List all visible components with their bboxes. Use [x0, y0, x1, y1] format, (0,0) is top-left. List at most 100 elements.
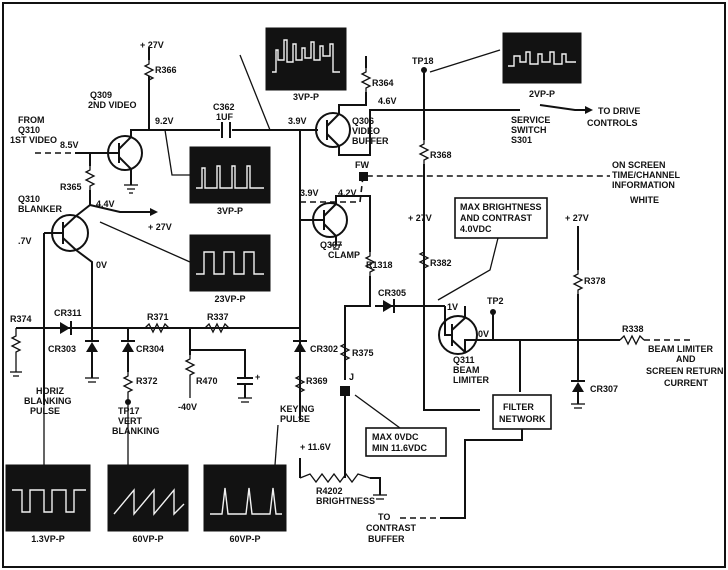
label-minus-40v: -40V — [178, 402, 197, 412]
label-4-4v: 4.4V — [96, 199, 115, 209]
label-1v: 1V — [447, 302, 458, 312]
ground-q309 — [124, 184, 138, 194]
wire-probe-3vpp-top — [239, 54, 271, 131]
label-4-0vdc: 4.0VDC — [460, 224, 492, 234]
label-fw: FW — [355, 160, 369, 170]
label-1uf: 1UF — [216, 112, 234, 122]
label-horiz: HORIZ — [36, 386, 65, 396]
label-cr303: CR303 — [48, 344, 76, 354]
scope-60vpp-a-label: 60VP-P — [132, 534, 163, 544]
label-cr311: CR311 — [54, 308, 82, 318]
label-keying-pulse: PULSE — [280, 414, 310, 424]
label-screen-return: SCREEN RETURN — [646, 366, 724, 376]
label-q310: Q310 — [18, 194, 40, 204]
arrow-max-brightness — [437, 237, 499, 301]
wire-q310-emitter — [75, 249, 93, 328]
diode-cr303 — [85, 328, 99, 383]
label-blanker: BLANKER — [18, 204, 62, 214]
scope-3vpp-top-label: 3VP-P — [293, 92, 319, 102]
label-r378: R378 — [584, 276, 606, 286]
label-4-2v: 4.2V — [338, 188, 357, 198]
label-vert-blanking: BLANKING — [112, 426, 160, 436]
resistor-r372 — [122, 372, 134, 400]
label-r371: R371 — [147, 312, 169, 322]
scope-3vpp-top: 3VP-P — [265, 27, 347, 102]
ground-r374 — [10, 371, 22, 377]
label-r365: R365 — [60, 182, 82, 192]
label-brightness: BRIGHTNESS — [316, 496, 375, 506]
label-cr302: CR302 — [310, 344, 338, 354]
label-r372: R372 — [136, 376, 158, 386]
label-1st-video: 1ST VIDEO — [10, 135, 57, 145]
scope-1-3vpp-label: 1.3VP-P — [31, 534, 65, 544]
label-3-9v-b: 3.9V — [300, 188, 319, 198]
wire-to-p27v-mid — [89, 204, 150, 213]
label-controls: CONTROLS — [587, 118, 638, 128]
wire-q307-collector — [335, 195, 371, 252]
label-tp2: TP2 — [487, 296, 504, 306]
filter-network-box — [492, 394, 552, 430]
label-r4202: R4202 — [316, 486, 343, 496]
wire-q306-collector — [338, 92, 367, 114]
label-buffer: BUFFER — [352, 136, 389, 146]
label-c362: C362 — [213, 102, 235, 112]
label-max-0vdc: MAX 0VDC — [372, 432, 419, 442]
label-p11-6v: + 11.6V — [300, 442, 331, 452]
wire-filter-to-contrast — [440, 429, 523, 519]
diode-cr304 — [121, 328, 135, 372]
resistor-r337 — [204, 322, 230, 334]
wire-probe-23vpp — [99, 221, 191, 263]
label-contrast-buffer: BUFFER — [368, 534, 405, 544]
max-brightness-box — [454, 197, 548, 239]
label-r470: R470 — [196, 376, 218, 386]
label-to-drive: TO DRIVE — [598, 106, 640, 116]
label-4-6v: 4.6V — [378, 96, 397, 106]
diode-cr307 — [571, 380, 585, 392]
electrolytic-capacitor — [237, 377, 253, 403]
scope-60vpp-b: 60VP-P — [203, 464, 287, 544]
label-filter: FILTER — [503, 402, 534, 412]
label-video: VIDEO — [352, 126, 380, 136]
arrow-to-drive-controls — [585, 106, 593, 114]
wire-to-capacitor — [190, 349, 246, 378]
label-min-11-6vdc: MIN 11.6VDC — [372, 443, 428, 453]
label-s301: S301 — [511, 135, 532, 145]
label-network: NETWORK — [499, 414, 546, 424]
label-r368: R368 — [430, 150, 452, 160]
ground-q307 — [330, 244, 342, 250]
scope-1-3vpp: 1.3VP-P — [5, 464, 91, 544]
label-0v-b: 0V — [478, 329, 489, 339]
resistor-r368 — [418, 140, 430, 164]
label-from-q310: Q310 — [18, 125, 40, 135]
wire-probe-60vpp-b — [274, 424, 279, 466]
label-0-7v: .7V — [18, 236, 32, 246]
wire-service-switch — [539, 104, 585, 111]
label-2nd-video: 2ND VIDEO — [88, 100, 137, 110]
wire-q310-collector — [75, 190, 91, 217]
resistor-r366 — [143, 60, 155, 81]
label-limiter: LIMITER — [453, 375, 489, 385]
resistor-r364 — [360, 68, 372, 92]
label-and-contrast: AND CONTRAST — [460, 213, 532, 223]
scope-23vpp: 23VP-P — [189, 234, 271, 304]
label-time-channel: TIME/CHANNEL — [612, 170, 680, 180]
label-9-2v: 9.2V — [155, 116, 174, 126]
label-p27v-mid: + 27V — [148, 222, 172, 232]
wire-probe-2vpp — [429, 49, 501, 73]
max-0vdc-box — [365, 427, 447, 457]
label-cr304: CR304 — [136, 344, 164, 354]
label-beam: BEAM — [453, 365, 480, 375]
scope-60vpp-b-label: 60VP-P — [229, 534, 260, 544]
label-switch: SWITCH — [511, 125, 547, 135]
label-tp17: TP17 — [118, 406, 140, 416]
label-on-screen: ON SCREEN — [612, 160, 666, 170]
label-r364: R364 — [372, 78, 394, 88]
label-pulse: PULSE — [30, 406, 60, 416]
label-q307: Q307 — [320, 240, 342, 250]
label-clamp: CLAMP — [328, 250, 360, 260]
label-r338: R338 — [622, 324, 644, 334]
label-cr305: CR305 — [378, 288, 406, 298]
wire-q311-base — [444, 306, 452, 336]
